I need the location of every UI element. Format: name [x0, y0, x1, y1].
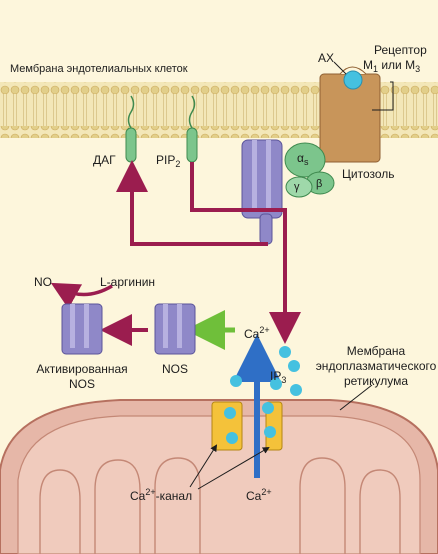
activated-nos-enzyme	[61, 303, 103, 355]
calcium-ion	[226, 432, 238, 444]
calcium-ion	[270, 378, 282, 390]
er-membrane-label-3: ретикулума	[344, 374, 408, 388]
calcium-ion	[290, 384, 302, 396]
er-membrane-label-1: Мембрана	[347, 344, 406, 358]
channel-leader-left	[189, 444, 218, 488]
calcium-label-bottom: Ca2+	[246, 487, 272, 503]
endoplasmic-reticulum	[0, 399, 438, 554]
er-membrane-label-2: эндоплазматического	[316, 359, 437, 373]
activated-nos-label-2: NOS	[69, 377, 95, 391]
calcium-channel-label: Ca2+-канал	[130, 487, 192, 503]
calcium-ion	[288, 360, 300, 372]
ip3-label: IP3	[270, 369, 286, 385]
gamma-label: γ	[294, 181, 300, 193]
ip3-pathway-arrow	[190, 162, 301, 344]
calcium-ion	[279, 346, 291, 358]
dag-label: ДАГ	[93, 153, 116, 167]
ach-label: АХ	[318, 51, 334, 65]
endothelial-membrane-label: Мембрана эндотелиальных клеток	[10, 63, 188, 75]
calcium-ion	[264, 426, 276, 438]
g-protein	[284, 142, 335, 198]
nos-label: NOS	[162, 362, 188, 376]
receptor-subtype-label: M1 или M3	[363, 58, 420, 74]
calcium-ion	[230, 375, 242, 387]
no-production-arrow	[50, 282, 113, 309]
l-arginine-label: L-аргинин	[100, 275, 155, 289]
pip2-label: PIP2	[156, 153, 180, 169]
cytosol-label: Цитозоль	[342, 167, 395, 181]
calcium-label-top: Ca2+	[244, 325, 270, 341]
beta-label: β	[316, 178, 322, 190]
acetylcholine-ligand	[343, 70, 363, 90]
channel-leader-right	[197, 446, 270, 490]
alpha-s-label: αs	[297, 151, 309, 167]
nos-enzyme	[154, 303, 196, 355]
er-membrane-leader	[339, 384, 373, 411]
calcium-ion	[262, 402, 274, 414]
receptor-label: Рецептор	[374, 43, 427, 57]
dag-pathway-arrow	[116, 160, 268, 246]
phospholipase-c	[241, 139, 283, 245]
calcium-ion	[224, 407, 236, 419]
no-label: NO	[34, 275, 52, 289]
activated-nos-label: Активированная	[36, 362, 127, 376]
